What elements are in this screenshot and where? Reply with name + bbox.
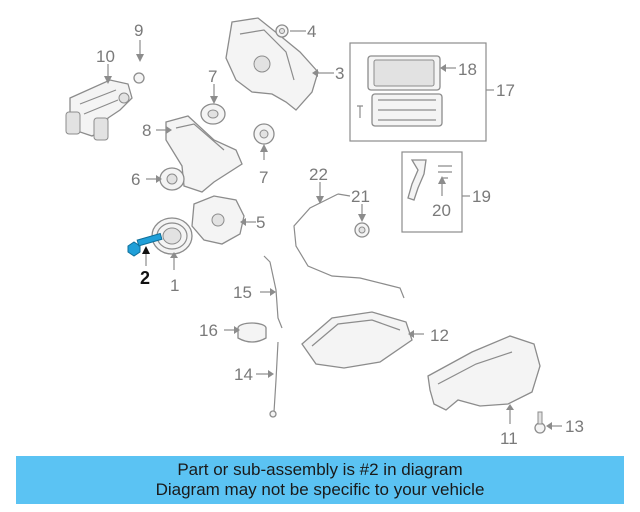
- callout-12: 12: [430, 326, 449, 345]
- part-14-dipstick: [269, 341, 279, 418]
- banner-line-1: Part or sub-assembly is #2 in diagram: [177, 460, 463, 479]
- part-11-oil-pan-lower: [427, 335, 541, 411]
- callout-15: 15: [233, 283, 252, 302]
- part-10-coil-assembly: [65, 79, 133, 141]
- part-7-idler-pulley-lower: [253, 123, 275, 145]
- callout-13: 13: [565, 417, 584, 436]
- part-5-housing: [191, 195, 245, 245]
- part-22-harness: [293, 193, 405, 299]
- callout-7-upper: 7: [208, 67, 217, 86]
- part-8-timing-belt: [165, 115, 243, 193]
- callout-labels: 9 10 4 3 7 7 8 6 5 1 2 18 17 22 21 19 20…: [96, 21, 584, 448]
- part-16-oil-filter: [237, 322, 267, 343]
- callout-7-lower: 7: [259, 168, 268, 187]
- part-21-sensor: [354, 222, 370, 238]
- part-7-idler-pulley-upper: [200, 103, 226, 125]
- callout-1: 1: [170, 276, 179, 295]
- callout-3: 3: [335, 64, 344, 83]
- leader-lines: [104, 30, 562, 430]
- banner-line-2: Diagram may not be specific to your vehi…: [155, 480, 485, 499]
- part-9-nut: [133, 72, 145, 84]
- part-3-timing-cover: [225, 17, 319, 111]
- callout-20: 20: [432, 201, 451, 220]
- callout-4: 4: [307, 22, 316, 41]
- parts-diagram: 9 10 4 3 7 7 8 6 5 1 2 18 17 22 21 19 20…: [65, 17, 584, 448]
- callout-8: 8: [142, 121, 151, 140]
- part-2-crank-bolt: [127, 232, 163, 257]
- callout-17: 17: [496, 81, 515, 100]
- callout-22: 22: [309, 165, 328, 184]
- callout-16: 16: [199, 321, 218, 340]
- callout-14: 14: [234, 365, 253, 384]
- part-6-tensioner-pulley: [159, 167, 185, 191]
- callout-9: 9: [134, 21, 143, 40]
- callout-19: 19: [472, 187, 491, 206]
- callout-18: 18: [458, 60, 477, 79]
- callout-10: 10: [96, 47, 115, 66]
- part-15-dipstick-tube: [263, 255, 283, 329]
- part-17-gasket-box: [349, 42, 487, 142]
- part-12-oil-pan-upper: [301, 311, 413, 369]
- callout-2: 2: [140, 268, 150, 288]
- callout-6: 6: [131, 170, 140, 189]
- callout-11: 11: [500, 429, 518, 448]
- part-13-drain-bolt: [534, 411, 546, 434]
- part-4-washer: [275, 24, 289, 38]
- callout-21: 21: [351, 187, 370, 206]
- part-19-tube-box: [401, 151, 463, 233]
- callout-5: 5: [256, 213, 265, 232]
- info-banner: Part or sub-assembly is #2 in diagram Di…: [16, 456, 624, 504]
